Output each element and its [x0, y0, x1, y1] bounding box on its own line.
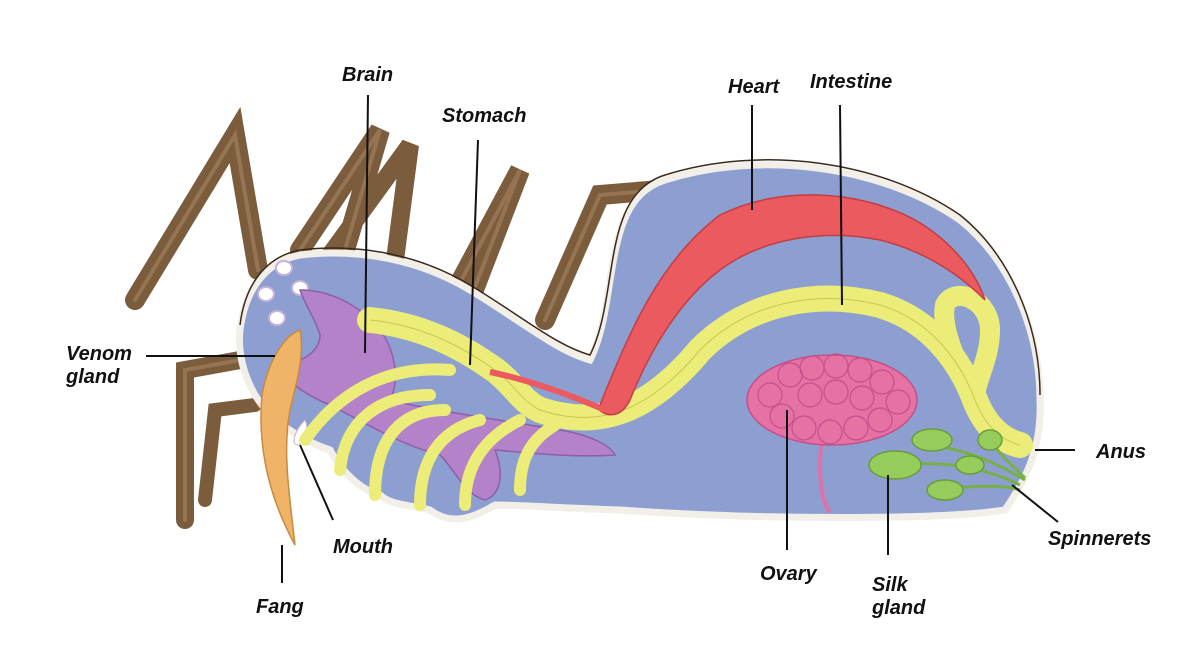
brain-leader [364, 94, 369, 354]
mouth-leader [299, 444, 334, 521]
intestine-loop [934, 285, 1001, 410]
ovary-label-text: Ovary [760, 563, 817, 585]
venom-gland-label-line1: Venom [66, 343, 132, 365]
stomach-label-text: Stomach [442, 105, 527, 127]
spinnerets-leader [1011, 484, 1059, 523]
silk-gland-label-line1: Silk [872, 574, 908, 596]
eyes [257, 260, 309, 326]
anus-label-text: Anus [1096, 441, 1146, 463]
body-dark-edge [239, 159, 1041, 396]
silk-gland-shape [868, 428, 1027, 501]
brain-label: Brain [342, 64, 393, 87]
silk-gland-label-line2: gland [872, 597, 926, 619]
ovary-label: Ovary [760, 563, 817, 586]
ovary-shape [746, 353, 918, 514]
intestine-leader [839, 104, 843, 306]
heart-label: Heart [728, 76, 779, 99]
silk-gland-label: Silk gland [872, 574, 925, 620]
heart-vessel [489, 369, 607, 413]
intestine-label-text: Intestine [810, 71, 893, 93]
spinnerets-label: Spinnerets [1048, 528, 1151, 551]
heart-label-text: Heart [728, 76, 780, 98]
leg-3 [321, 139, 419, 269]
heart-shape [597, 194, 986, 416]
brain-label-text: Brain [342, 64, 394, 86]
mouth-label: Mouth [333, 536, 393, 559]
leader-lines [146, 94, 1075, 583]
mouth-label-text: Mouth [333, 536, 393, 558]
spinnerets-label-text: Spinnerets [1048, 528, 1152, 550]
venom-gland-shape [260, 329, 303, 546]
stomach-label: Stomach [442, 105, 526, 128]
intestine-label: Intestine [810, 71, 892, 94]
stomach-leader [469, 139, 479, 366]
leg-7 [198, 398, 262, 507]
venom-gland-label: Venom gland [66, 343, 132, 389]
leg-fur-highlights [133, 128, 662, 522]
venom-gland-label-line2: gland [66, 366, 120, 388]
anus-label: Anus [1096, 441, 1146, 464]
fang-label-text: Fang [256, 596, 304, 618]
fang-label: Fang [256, 596, 304, 619]
